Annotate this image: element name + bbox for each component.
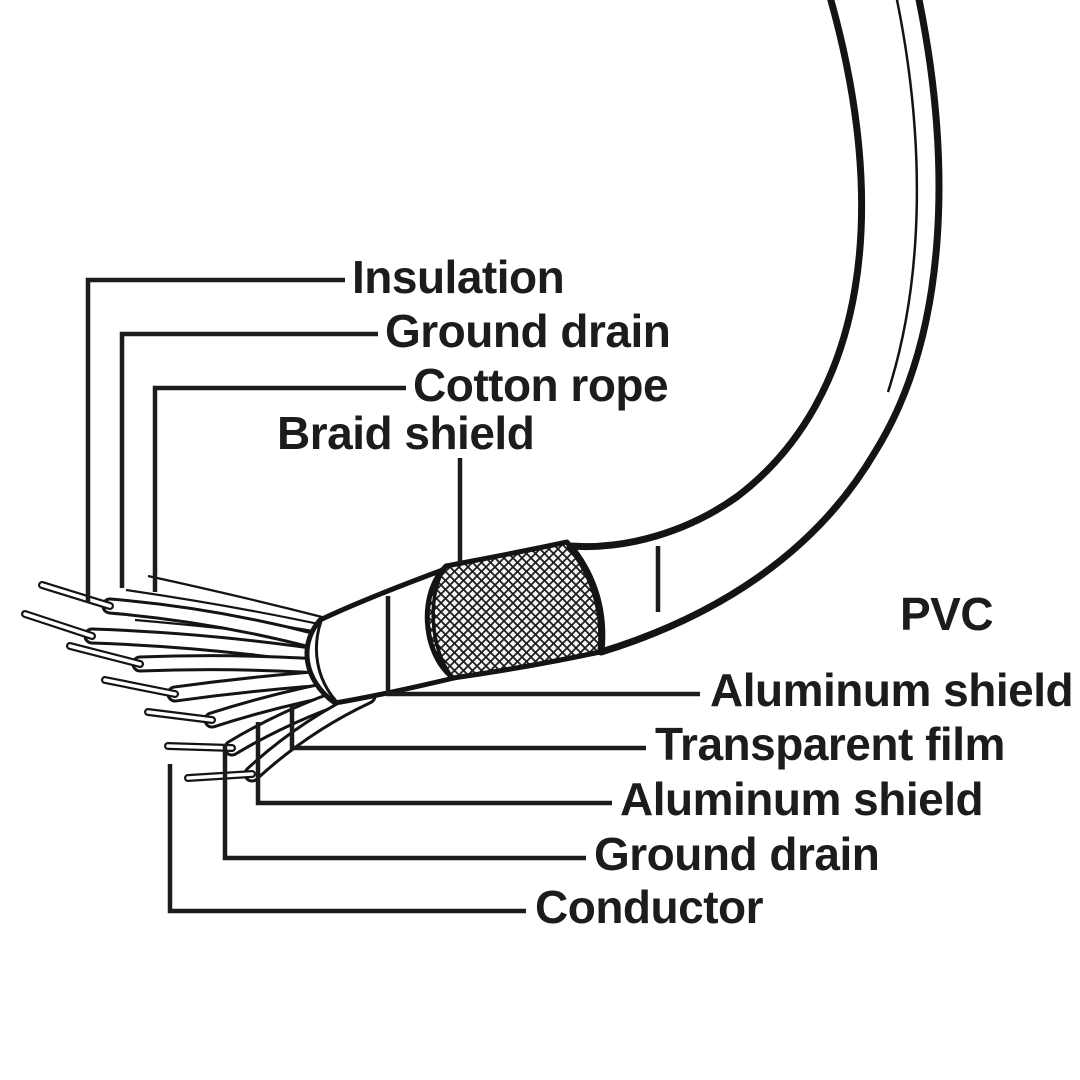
braid-shield-band	[424, 539, 604, 681]
label-pvc: PVC	[900, 588, 993, 640]
strand	[125, 588, 329, 628]
leader-transparent-film	[289, 706, 646, 751]
leader-cotton-rope	[152, 385, 406, 592]
label-insulation: Insulation	[352, 251, 564, 303]
sheath-opening-edge	[314, 620, 338, 702]
jacket-inner-wall	[886, 0, 919, 393]
label-braid-shield: Braid shield	[277, 407, 534, 459]
label-aluminum-shield-inner: Aluminum shield	[620, 773, 983, 825]
label-aluminum-shield-outer: Aluminum shield	[710, 664, 1073, 716]
leader-ground-drain-top	[119, 331, 378, 588]
leader-ground-drain-bottom	[222, 744, 586, 861]
wire	[184, 687, 377, 783]
leader-conductor	[167, 764, 526, 914]
labels: Insulation Ground drain Cotton rope Brai…	[277, 251, 1074, 933]
leader-insulation	[85, 277, 345, 602]
label-cotton-rope: Cotton rope	[413, 359, 668, 411]
label-transparent-film: Transparent film	[655, 718, 1005, 770]
label-ground-drain-top: Ground drain	[385, 305, 670, 357]
label-conductor: Conductor	[535, 881, 764, 933]
braid-rolled-edge	[431, 564, 455, 680]
pvc-jacket	[566, 0, 943, 656]
leader-aluminum-shield-inner	[255, 722, 612, 806]
strand	[147, 574, 327, 620]
label-ground-drain-bottom: Ground drain	[594, 828, 879, 880]
leader-lines	[85, 277, 700, 914]
leader-aluminum-shield-outer	[385, 596, 700, 697]
